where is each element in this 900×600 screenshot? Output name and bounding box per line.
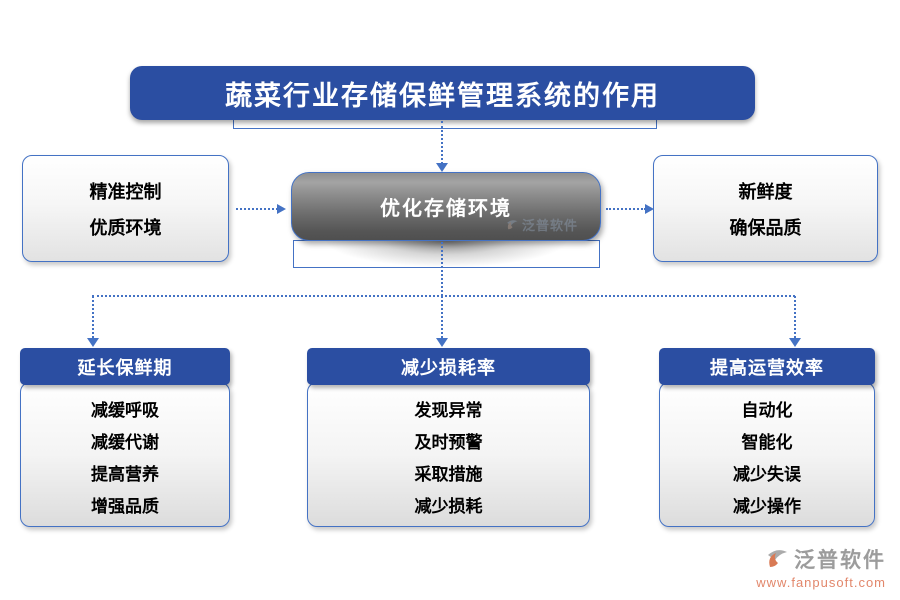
column3-header: 提高运营效率 <box>659 348 875 385</box>
title-bracket-line <box>233 112 657 129</box>
column1-item: 提高营养 <box>91 464 159 484</box>
arrowhead-down-center-top <box>436 163 448 172</box>
node-left-line2: 优质环境 <box>89 217 162 238</box>
node-right-line1: 新鲜度 <box>738 181 793 202</box>
column2-item: 采取措施 <box>414 464 483 484</box>
column3-item: 减少失误 <box>733 464 801 484</box>
column-reduce-loss: 减少损耗率 发现异常 及时预警 采取措施 减少损耗 <box>307 348 590 527</box>
column-extend-freshness: 延长保鲜期 减缓呼吸 减缓代谢 提高营养 增强品质 <box>20 348 230 527</box>
column3-item: 自动化 <box>741 401 793 421</box>
arrowhead-down-col2 <box>436 338 448 347</box>
node-center-optimize: 优化存储环境 泛普软件 <box>291 172 601 241</box>
column3-item: 减少操作 <box>733 496 801 516</box>
fanpu-logo-icon <box>768 550 787 567</box>
center-watermark: 泛普软件 <box>505 215 578 234</box>
connector-center-down <box>441 242 443 296</box>
footer-url: www.fanpusoft.com <box>756 575 886 590</box>
column2-item: 发现异常 <box>414 401 483 421</box>
fanpu-logo-icon <box>507 219 518 229</box>
connector-center-to-right <box>606 208 646 210</box>
column1-item: 增强品质 <box>91 496 159 516</box>
column3-body: 自动化 智能化 减少失误 减少操作 <box>659 382 875 527</box>
arrowhead-down-col1 <box>87 338 99 347</box>
arrowhead-right-into-center <box>277 204 286 214</box>
column1-body: 减缓呼吸 减缓代谢 提高营养 增强品质 <box>20 382 230 527</box>
node-left-line1: 精准控制 <box>89 181 162 202</box>
column3-item: 智能化 <box>741 433 793 453</box>
node-center-label: 优化存储环境 <box>380 198 512 220</box>
column2-item: 减少损耗 <box>414 496 483 516</box>
footer-watermark: 泛普软件 www.fanpusoft.com <box>756 544 886 590</box>
connector-down-col1 <box>92 296 94 338</box>
node-right-line2: 确保品质 <box>729 217 802 238</box>
center-node-reflection <box>293 240 600 268</box>
column2-header: 减少损耗率 <box>307 348 590 385</box>
arrowhead-right-into-rightbox <box>645 204 654 214</box>
column1-item: 减缓代谢 <box>91 433 159 453</box>
connector-title-to-center <box>441 121 443 164</box>
connector-down-col2 <box>441 296 443 338</box>
connector-left-to-center <box>236 208 278 210</box>
node-left-benefit: 精准控制 优质环境 <box>22 155 229 262</box>
center-watermark-text: 泛普软件 <box>521 218 578 233</box>
diagram-title: 蔬菜行业存储保鲜管理系统的作用 <box>130 66 755 120</box>
column1-header: 延长保鲜期 <box>20 348 230 385</box>
column1-item: 减缓呼吸 <box>91 401 159 421</box>
connector-down-col3 <box>794 296 796 338</box>
column2-body: 发现异常 及时预警 采取措施 减少损耗 <box>307 382 590 527</box>
footer-brand-name: 泛普软件 <box>794 549 886 572</box>
connector-horizontal-split <box>92 295 795 297</box>
arrowhead-down-col3 <box>789 338 801 347</box>
column2-item: 及时预警 <box>414 433 483 453</box>
node-right-benefit: 新鲜度 确保品质 <box>653 155 878 262</box>
column-improve-efficiency: 提高运营效率 自动化 智能化 减少失误 减少操作 <box>659 348 875 527</box>
